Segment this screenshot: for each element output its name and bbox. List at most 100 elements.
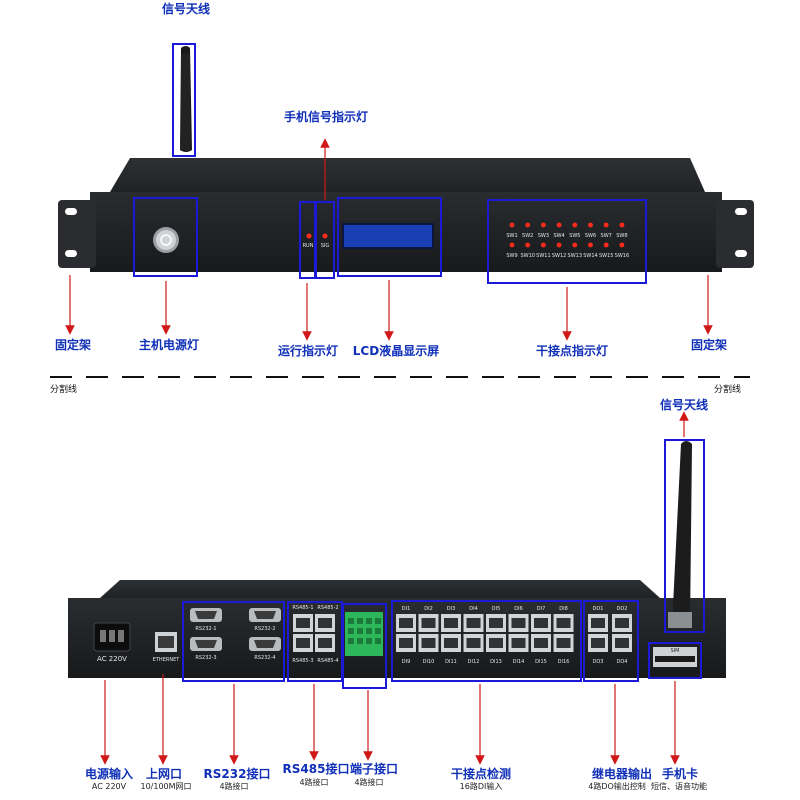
di-label: DI2 bbox=[424, 606, 433, 612]
front-arrows bbox=[65, 138, 713, 341]
back-arrows bbox=[100, 411, 689, 765]
rj45-port bbox=[315, 614, 335, 632]
di-label: DI1 bbox=[401, 606, 411, 612]
di-label: DI13 bbox=[490, 659, 502, 665]
rj45-port bbox=[612, 634, 632, 652]
rj45-port bbox=[531, 634, 551, 652]
front-antenna-label: 信号天线 bbox=[161, 2, 211, 16]
sw-led bbox=[588, 242, 593, 248]
front-mount-left bbox=[58, 200, 96, 268]
rs485-1-text: RS485-1 bbox=[292, 605, 314, 611]
di-label: DI11 bbox=[445, 659, 457, 665]
callout-dry-contact-title: 干接点检测 bbox=[450, 767, 512, 781]
sw-label: SW4 bbox=[553, 233, 565, 239]
sw-label: SW3 bbox=[537, 233, 550, 239]
box-rs232 bbox=[182, 601, 285, 682]
rj45-ports bbox=[293, 614, 632, 652]
do-label: DO2 bbox=[616, 606, 628, 612]
sw-led bbox=[556, 222, 562, 228]
rj45-port bbox=[486, 614, 506, 632]
sw-led bbox=[541, 242, 546, 248]
callout-rs232-sub: 4路接口 bbox=[219, 782, 249, 791]
di-label: DI9 bbox=[401, 659, 411, 665]
sw-label: SW15 bbox=[598, 253, 614, 259]
db9-connector bbox=[190, 608, 222, 622]
ethernet-port bbox=[155, 632, 177, 652]
sw-label: SW2 bbox=[522, 233, 534, 239]
rj45-port bbox=[396, 634, 416, 652]
box-power-light bbox=[133, 197, 198, 277]
terminal-block bbox=[345, 612, 383, 656]
db9-connector bbox=[249, 608, 281, 622]
sw-led bbox=[509, 242, 515, 248]
callout-power-title: 电源输入 bbox=[84, 767, 134, 781]
di-label: DI15 bbox=[535, 659, 547, 665]
rj45-port bbox=[508, 614, 529, 632]
sim-indicator-label: 手机信号指示灯 bbox=[283, 110, 369, 124]
sw-led-grid bbox=[509, 222, 625, 248]
rj45-port bbox=[315, 634, 335, 652]
sw-led bbox=[525, 242, 531, 248]
rs232-1-text: RS232-1 bbox=[195, 626, 217, 632]
sig-text: SIG bbox=[320, 243, 330, 249]
sw-label: SW12 bbox=[551, 253, 567, 259]
db9-connector bbox=[249, 637, 281, 651]
di-label: DI5 bbox=[491, 606, 501, 612]
sw-label: SW5 bbox=[569, 233, 581, 239]
rj45-port bbox=[441, 614, 461, 632]
sw-led bbox=[572, 222, 578, 228]
di-label: DI16 bbox=[557, 659, 570, 665]
rs232-4-text: RS232-4 bbox=[254, 655, 276, 661]
di-label: DI8 bbox=[559, 606, 568, 612]
sw-label: SW6 bbox=[584, 233, 597, 239]
do-label: DO4 bbox=[616, 659, 628, 665]
callout-dry-contact-sub: 16路DI输入 bbox=[459, 782, 503, 791]
di-label: DI14 bbox=[512, 659, 525, 665]
callout-sim-title: 手机卡 bbox=[661, 767, 699, 781]
di-label: DI12 bbox=[467, 659, 480, 665]
rj45-port bbox=[396, 614, 416, 632]
sw-label: SW9 bbox=[506, 253, 518, 259]
rj45-port bbox=[588, 634, 608, 652]
ac-text: AC 220V bbox=[97, 655, 127, 663]
rj45-port bbox=[553, 614, 574, 632]
sw-led bbox=[572, 242, 578, 248]
di-label: DI3 bbox=[446, 606, 456, 612]
rj45-port bbox=[531, 614, 551, 632]
rs485-4-text: RS485-4 bbox=[317, 658, 339, 664]
sw-led bbox=[541, 222, 546, 228]
callout-ethernet-sub: 10/100M网口 bbox=[140, 782, 192, 791]
lcd-screen bbox=[342, 223, 434, 249]
box-front-antenna bbox=[172, 43, 196, 157]
rs232-3-text: RS232-3 bbox=[195, 655, 217, 661]
di-label: DI6 bbox=[514, 606, 523, 612]
callout-power-sub: AC 220V bbox=[91, 782, 127, 791]
callout-terminal-sub: 4路接口 bbox=[354, 778, 384, 787]
front-mount-right bbox=[716, 200, 754, 268]
divider-left-label: 分割线 bbox=[50, 385, 78, 395]
rj45-port bbox=[441, 634, 461, 652]
box-dry-contact-inputs bbox=[391, 600, 582, 682]
rj45-port bbox=[486, 634, 506, 652]
callout-rs485-sub: 4路接口 bbox=[299, 778, 329, 787]
sw-led bbox=[556, 242, 562, 248]
do-label: DO1 bbox=[592, 606, 604, 612]
callout-terminal-title: 端子接口 bbox=[349, 762, 399, 776]
di-label: DI7 bbox=[536, 606, 546, 612]
sig-led bbox=[322, 233, 328, 239]
sw-led bbox=[509, 222, 515, 228]
divider-right-label: 分割线 bbox=[714, 385, 742, 395]
ethernet-text: ETHERNET bbox=[152, 657, 180, 663]
rj45-port bbox=[293, 634, 313, 652]
callout-relay-sub: 4路DO输出控制 bbox=[588, 782, 646, 791]
callout-sim-sub: 短信、语音功能 bbox=[651, 782, 707, 791]
sw-label: SW10 bbox=[520, 253, 535, 259]
rs232-2-text: RS232-2 bbox=[254, 626, 276, 632]
sw-led bbox=[619, 242, 625, 248]
box-terminal bbox=[342, 603, 387, 689]
sw-led bbox=[619, 222, 625, 228]
power-light-label: 主机电源灯 bbox=[138, 338, 200, 352]
rs485-2-text: RS485-2 bbox=[317, 605, 339, 611]
run-indicator-label: 运行指示灯 bbox=[277, 344, 339, 358]
